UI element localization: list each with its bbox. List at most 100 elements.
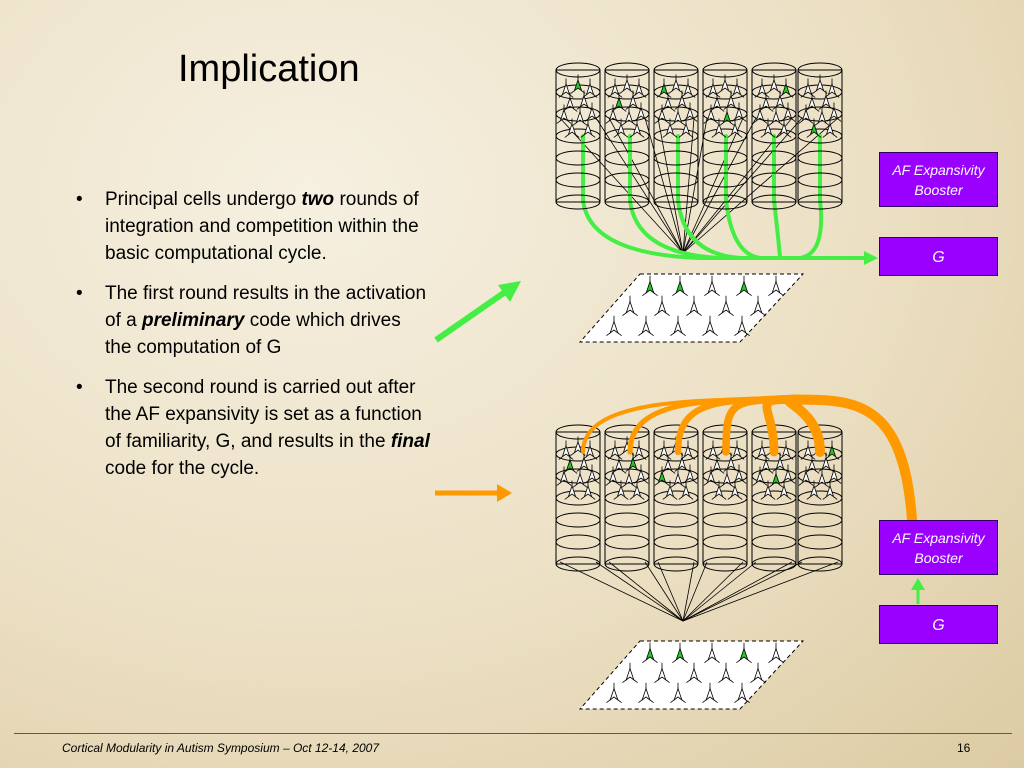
neuron bbox=[734, 682, 750, 704]
neuron bbox=[654, 104, 670, 124]
neuron bbox=[719, 106, 735, 126]
neuron bbox=[622, 295, 638, 317]
neuron bbox=[709, 454, 725, 474]
neuron bbox=[826, 102, 842, 122]
bullet-list: •Principal cells undergo two rounds of i… bbox=[72, 186, 432, 495]
neuron bbox=[619, 74, 635, 94]
cortical-column bbox=[604, 62, 650, 210]
green-arrow-icon bbox=[434, 281, 521, 343]
neuron bbox=[622, 662, 638, 684]
neuron bbox=[776, 118, 792, 138]
neuron bbox=[613, 480, 629, 500]
page-number: 16 bbox=[957, 741, 971, 755]
bullet-text: rounds of integration and competition wi… bbox=[105, 189, 419, 264]
neuron bbox=[662, 480, 678, 500]
neuron bbox=[607, 78, 623, 98]
neuron bbox=[629, 118, 645, 138]
neuron bbox=[674, 452, 690, 472]
neuron bbox=[576, 90, 592, 110]
neuron bbox=[638, 315, 654, 337]
arrowhead-icon bbox=[864, 251, 878, 265]
neuron bbox=[670, 106, 686, 126]
af-expansivity-booster-top: AF Expansivity Booster bbox=[879, 152, 998, 207]
neuron bbox=[613, 118, 629, 138]
neuron bbox=[638, 682, 654, 704]
neuron bbox=[660, 454, 676, 474]
neuron bbox=[656, 440, 672, 460]
bullet-marker: • bbox=[76, 377, 83, 398]
neuron bbox=[556, 466, 572, 486]
neuron bbox=[703, 104, 719, 124]
bottom-fan-lines bbox=[559, 561, 839, 622]
neuron bbox=[642, 275, 658, 297]
green-path bbox=[628, 134, 874, 260]
neuron bbox=[611, 454, 627, 474]
neuron bbox=[631, 78, 647, 98]
neuron bbox=[798, 104, 814, 124]
neuron bbox=[705, 78, 721, 98]
neuron bbox=[752, 104, 768, 124]
neuron bbox=[750, 295, 766, 317]
cortical-column bbox=[702, 62, 748, 210]
neuron bbox=[611, 92, 627, 112]
neuron bbox=[670, 468, 686, 488]
neuron bbox=[800, 78, 816, 98]
orange-path bbox=[722, 395, 916, 524]
neuron bbox=[806, 118, 822, 138]
neuron bbox=[800, 440, 816, 460]
cortical-column bbox=[604, 424, 650, 572]
neuron bbox=[672, 642, 688, 664]
cortical-column bbox=[797, 424, 843, 572]
green-path bbox=[772, 134, 874, 260]
neuron bbox=[702, 315, 718, 337]
neuron bbox=[572, 106, 588, 126]
cortical-column bbox=[653, 62, 699, 210]
neuron bbox=[766, 74, 782, 94]
neuron bbox=[631, 440, 647, 460]
g-box-top: G bbox=[879, 237, 998, 276]
neuron bbox=[654, 295, 670, 317]
neuron bbox=[682, 102, 698, 122]
neuron bbox=[723, 90, 739, 110]
neuron bbox=[727, 118, 743, 138]
bullet-marker: • bbox=[76, 283, 83, 304]
neuron bbox=[702, 682, 718, 704]
neuron bbox=[814, 106, 830, 126]
orange-path bbox=[784, 394, 917, 525]
neuron bbox=[704, 642, 720, 664]
neuron bbox=[717, 74, 733, 94]
neuron bbox=[772, 90, 788, 110]
emphasis-text: preliminary bbox=[141, 310, 245, 331]
emphasis-text: final bbox=[390, 431, 430, 452]
bullet-item: • The second round is carried out after t… bbox=[72, 374, 432, 482]
neuron bbox=[605, 104, 621, 124]
neuron bbox=[558, 440, 574, 460]
neuron bbox=[703, 466, 719, 486]
neuron bbox=[642, 642, 658, 664]
bullet-item: •Principal cells undergo two rounds of i… bbox=[72, 186, 432, 267]
neuron bbox=[731, 102, 747, 122]
neuron bbox=[798, 466, 814, 486]
neuron bbox=[760, 480, 776, 500]
neuron bbox=[564, 118, 580, 138]
neuron bbox=[734, 315, 750, 337]
neuron bbox=[780, 464, 796, 484]
neuron bbox=[768, 106, 784, 126]
neuron bbox=[572, 468, 588, 488]
green-curves-top bbox=[581, 134, 878, 265]
neuron bbox=[654, 466, 670, 486]
neuron bbox=[670, 682, 686, 704]
neuron bbox=[686, 662, 702, 684]
af-expansivity-booster-bottom: AF Expansivity Booster bbox=[879, 520, 998, 575]
bullet-text: The second round is carried out after th… bbox=[105, 377, 422, 452]
footer-divider bbox=[14, 733, 1012, 734]
neuron bbox=[606, 682, 622, 704]
neuron bbox=[736, 642, 752, 664]
neuron bbox=[678, 480, 694, 500]
cortical-column bbox=[751, 62, 797, 210]
cortical-column bbox=[555, 424, 601, 572]
footer-text: Cortical Modularity in Autism Symposium … bbox=[62, 741, 380, 755]
neuron bbox=[824, 78, 840, 98]
neuron bbox=[754, 440, 770, 460]
